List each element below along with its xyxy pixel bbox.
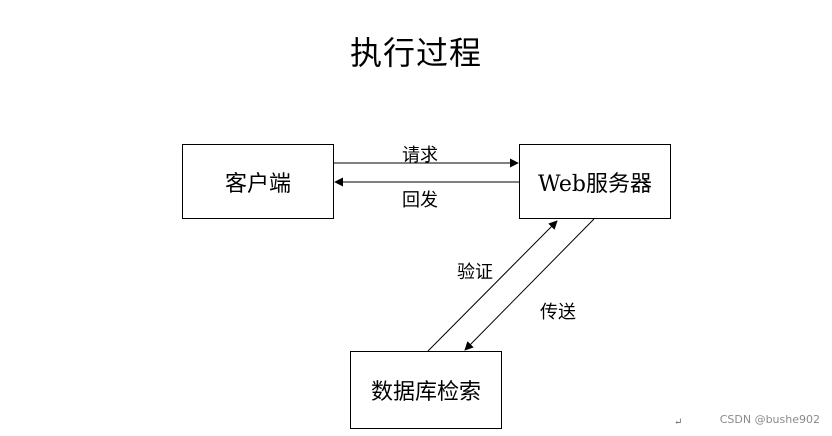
transmit-label: 传送 <box>540 302 576 323</box>
watermark-text: CSDN @bushe902 <box>719 413 820 426</box>
verify-label: 验证 <box>457 262 493 283</box>
verify-arrow <box>427 220 558 352</box>
request-label: 请求 <box>402 145 438 166</box>
paragraph-mark: ↵ <box>674 417 683 428</box>
diagram-title: 执行过程 <box>349 34 482 72</box>
web-server-label: Web服务器 <box>538 171 652 197</box>
database-label: 数据库检索 <box>370 380 481 405</box>
response-label: 回发 <box>402 190 438 211</box>
web-server-node: Web服务器 <box>519 144 671 219</box>
client-node: 客户端 <box>182 144 334 219</box>
client-label: 客户端 <box>224 171 291 197</box>
transmit-arrow <box>464 218 595 351</box>
database-node: 数据库检索 <box>350 351 502 429</box>
